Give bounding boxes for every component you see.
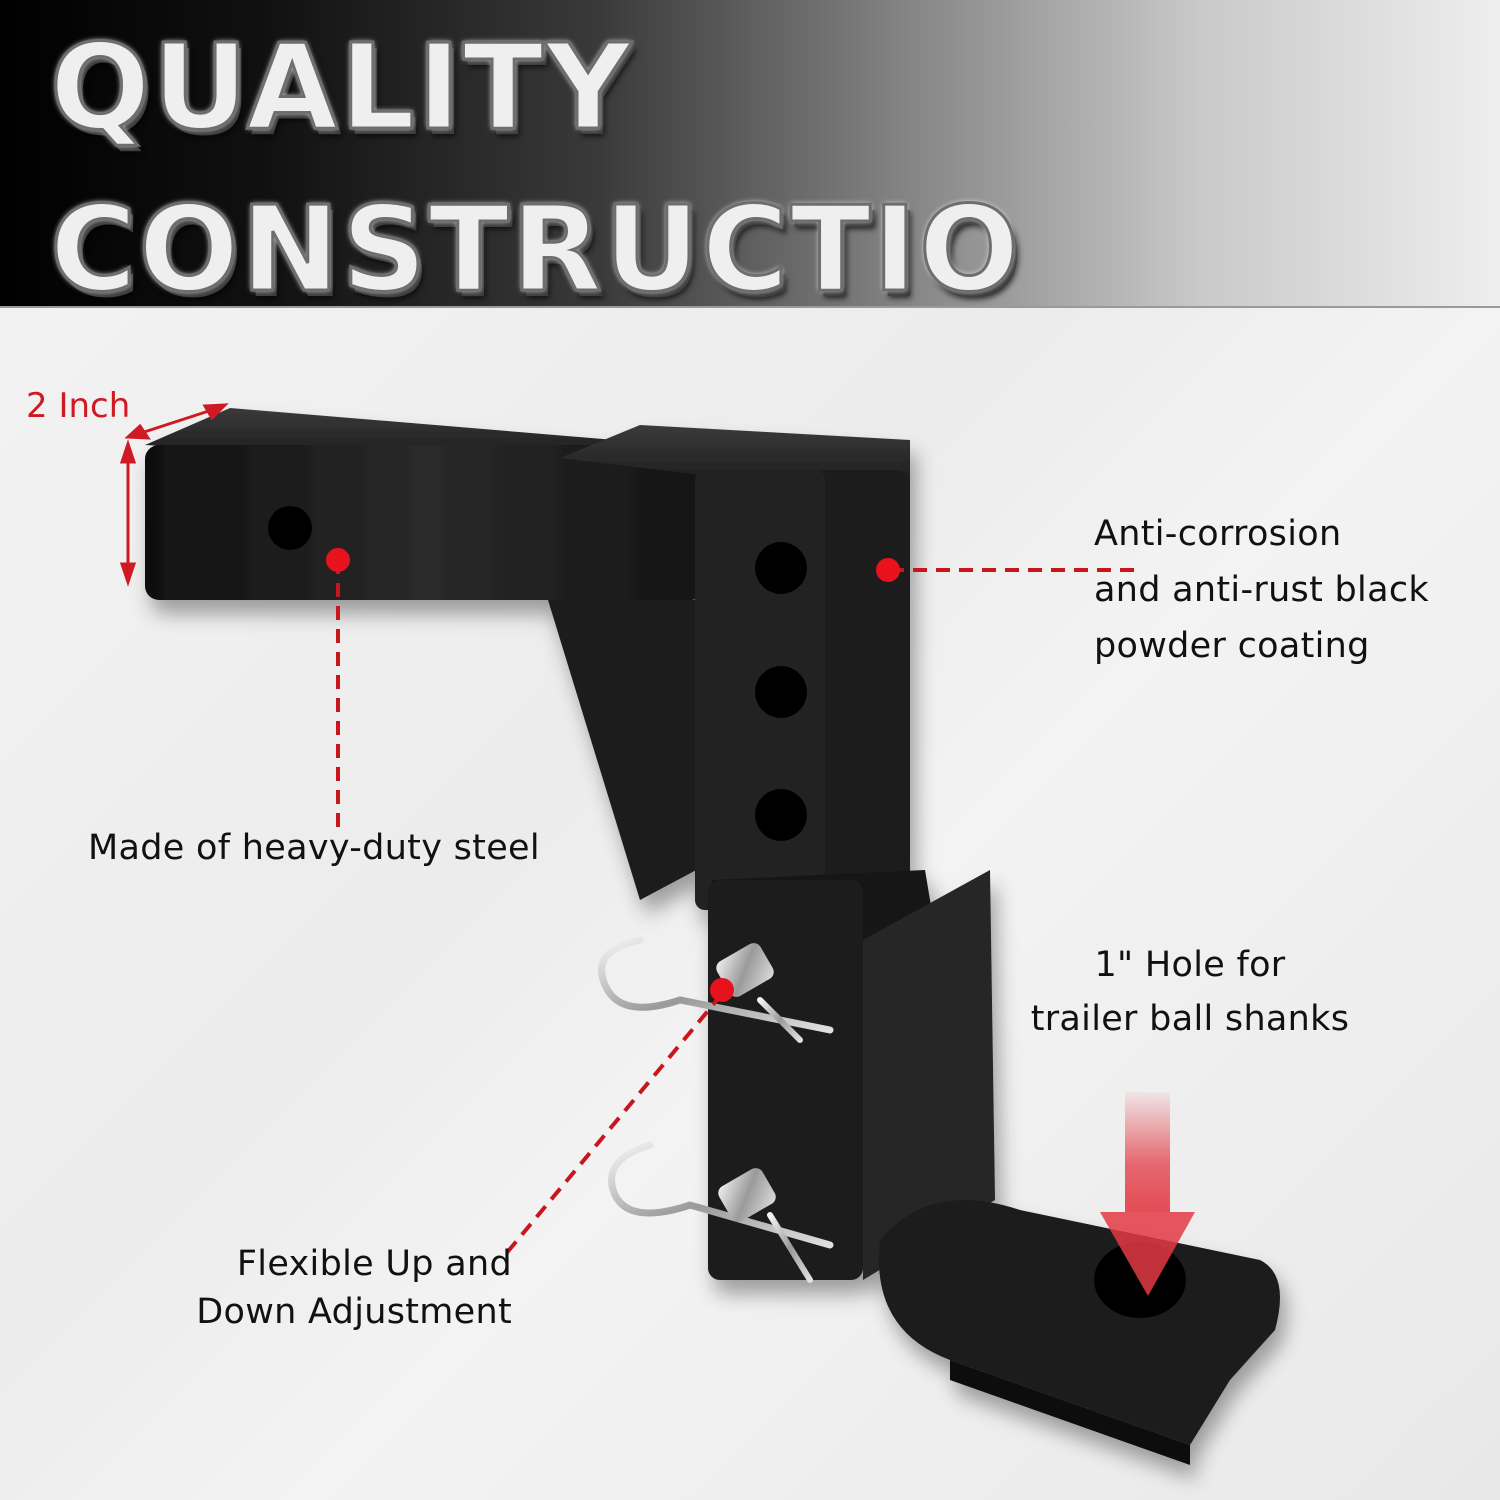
width-arrow-head-right <box>202 403 229 421</box>
pin-head-lower <box>718 1168 776 1222</box>
marker-adjustment <box>710 978 734 1002</box>
leader-adjustment <box>503 992 724 1257</box>
title-line-2: CONSTRUCTIO <box>48 180 1022 309</box>
callout-coating: Anti-corrosion and anti-rust black powde… <box>1094 506 1429 674</box>
dimension-arrows <box>119 403 229 587</box>
clip-upper <box>598 936 834 1034</box>
callout-coating-line-1: Anti-corrosion <box>1094 514 1342 554</box>
hitch-body <box>145 408 1280 1465</box>
marker-dots <box>326 548 900 1002</box>
callout-hole-line-1: 1" Hole for <box>1094 945 1286 985</box>
drop-hole-3 <box>755 789 807 841</box>
title-line-1: QUALITY <box>49 18 633 156</box>
marker-coating <box>876 558 900 582</box>
callout-hole: 1" Hole for trailer ball shanks <box>1030 938 1350 1046</box>
height-arrow-head-bottom <box>119 562 137 587</box>
hitch-pin-lower <box>608 1141 834 1283</box>
callout-steel: Made of heavy-duty steel <box>88 828 540 868</box>
marker-steel <box>326 548 350 572</box>
callout-adjustment-line-2: Down Adjustment <box>196 1292 512 1332</box>
gusset-plate <box>548 600 715 900</box>
width-arrow-head-left <box>124 423 151 440</box>
callout-hole-line-2: trailer ball shanks <box>1030 999 1350 1039</box>
drop-hole-2 <box>755 666 807 718</box>
callout-coating-line-3: powder coating <box>1094 626 1370 666</box>
callout-adjustment-line-1: Flexible Up and <box>236 1244 512 1284</box>
height-arrow-head-top <box>119 439 137 464</box>
width-arrow-line <box>134 406 219 437</box>
shank-tube <box>145 445 705 600</box>
shank-pin-hole <box>268 506 312 550</box>
down-arrow-icon <box>1100 1092 1195 1296</box>
header-banner: QUALITY CONSTRUCTIO <box>0 0 1500 308</box>
leader-lines <box>336 560 1140 1257</box>
callout-adjustment: Flexible Up and Down Adjustment <box>166 1240 512 1336</box>
dimension-label: 2 Inch <box>26 386 131 426</box>
drop-hole-1 <box>755 542 807 594</box>
platform-edge <box>950 1360 1190 1465</box>
lower-sleeve-side <box>863 870 995 1280</box>
callout-coating-line-2: and anti-rust black <box>1094 570 1429 610</box>
clip-lower <box>608 1141 834 1249</box>
